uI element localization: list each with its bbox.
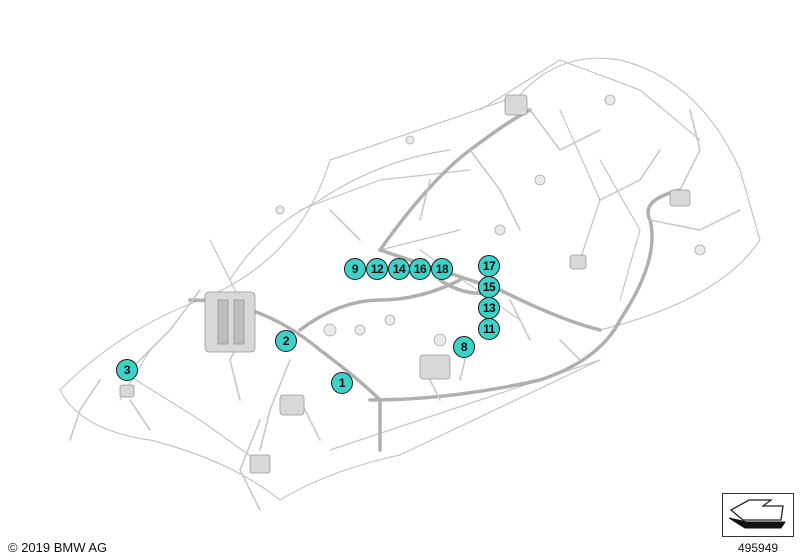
callout-18[interactable]: 18 (431, 258, 453, 280)
callout-13[interactable]: 13 (478, 297, 500, 319)
callout-3[interactable]: 3 (116, 359, 138, 381)
copyright-text: © 2019 BMW AG (8, 540, 108, 555)
image-number: 495949 (738, 541, 779, 555)
callout-17[interactable]: 17 (478, 255, 500, 277)
callout-9[interactable]: 9 (344, 258, 366, 280)
callout-12[interactable]: 12 (366, 258, 388, 280)
callout-1[interactable]: 1 (331, 372, 353, 394)
callout-2[interactable]: 2 (275, 330, 297, 352)
arrow-icon (728, 499, 786, 529)
callout-16[interactable]: 16 (409, 258, 431, 280)
callout-8[interactable]: 8 (453, 336, 475, 358)
callout-14[interactable]: 14 (388, 258, 410, 280)
callout-11[interactable]: 11 (478, 318, 500, 340)
nav-box[interactable] (722, 493, 794, 537)
callout-15[interactable]: 15 (478, 276, 500, 298)
